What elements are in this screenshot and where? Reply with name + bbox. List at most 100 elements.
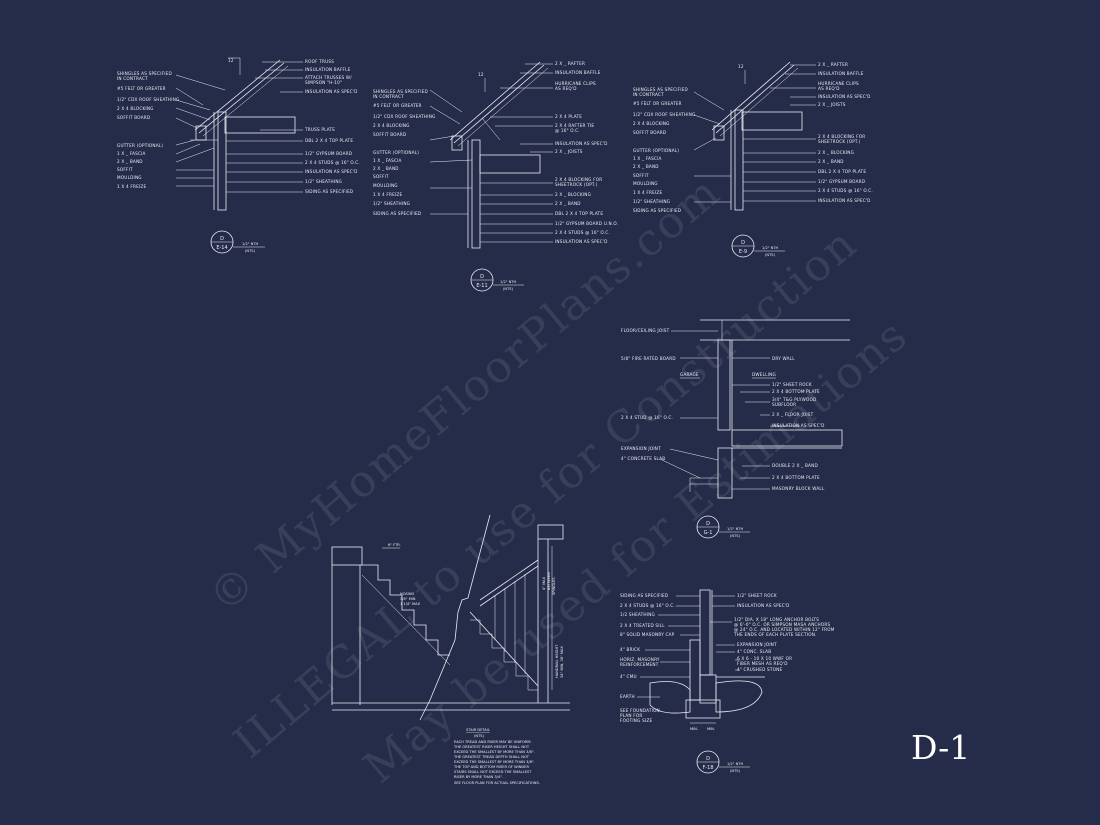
detail-e-note: STAIRS SHALL NOT EXCEED THE SMALLEST xyxy=(454,770,532,774)
detail-b-label: 1 X _ FASCIA xyxy=(373,158,402,163)
detail-c-scale-note: (NTS) xyxy=(765,253,776,257)
detail-d-label: SUBFLOOR xyxy=(772,402,796,407)
detail-b-tag: D E-11 1/2" NTH (NTS) xyxy=(470,268,524,292)
detail-d-label: 2 X 4 BOTTOM PLATE xyxy=(772,389,820,394)
detail-a-label: IN CONTRACT xyxy=(117,76,148,81)
detail-f-label: 4" CMU xyxy=(620,674,637,679)
detail-d-tag-bottom: G-1 xyxy=(704,530,713,536)
detail-c-tag-top: D xyxy=(741,240,745,246)
detail-d-tag: D G-1 1/2" NTH (NTS) xyxy=(696,515,750,539)
detail-e-nosing-1: NOSING xyxy=(400,592,415,596)
detail-d-scale: 1/2" NTH xyxy=(727,527,743,531)
detail-b-label: 2 X 4 BLOCKING xyxy=(373,123,410,128)
detail-b-label: 2 X 4 BLOCKING FOR xyxy=(555,177,602,182)
detail-c-label: 2 X _ BAND xyxy=(633,164,659,169)
detail-f-label: 2 X 4 STUDS @ 16" O.C. xyxy=(620,603,675,608)
detail-f-label: EARTH xyxy=(620,694,635,699)
detail-c-label: SHEETROCK (OPT.) xyxy=(818,139,861,144)
detail-d-label: 4" CONCRETE SLAB xyxy=(621,456,665,461)
detail-f-label: 8" SOLID MASONRY CAP xyxy=(620,632,675,637)
detail-b-label: IN CONTRACT xyxy=(373,94,404,99)
detail-b-label: 2 X 4 STUDS @ 16" O.C. xyxy=(555,230,610,235)
detail-c-tag-bottom: E-9 xyxy=(739,249,747,255)
detail-b-label: INSULATION BAFFLE xyxy=(555,70,601,75)
detail-a-eave-section: 12 SHINGLES AS SPECIFIED IN CONTRACT #5 … xyxy=(117,57,360,254)
detail-e-stair-section: 6" FTR. NOSING 3/4" MIN 1 1/4" MAX 4" MA… xyxy=(331,514,570,785)
detail-c-right-labels: 2 X _ RAFTER INSULATION BAFFLE HURRICANE… xyxy=(818,62,873,203)
detail-f-label: 4" CRUSHED STONE xyxy=(737,667,782,672)
detail-f-label: 4" BRICK xyxy=(620,647,640,652)
detail-c-label: SOFFIT BOARD xyxy=(633,130,666,135)
detail-e-subtitle: (NTS) xyxy=(474,734,485,738)
detail-e-note: THE TOP AND BOTTOM RISER OF WINDER xyxy=(453,765,529,769)
detail-c-eave-section: 12 SHINGLES AS SPECIFIED IN CONTRACT #5 … xyxy=(633,61,873,258)
detail-d-garage-label: GARAGE xyxy=(680,372,699,377)
detail-d-label: MASONRY BLOCK WALL xyxy=(772,486,825,491)
detail-c-label: 2 X _ RAFTER xyxy=(818,62,848,67)
detail-c-label: HURRICANE CLIPS xyxy=(818,81,859,86)
detail-f-right-labels: 1/2" SHEET ROCK INSULATION AS SPEC'D 1/2… xyxy=(733,593,835,672)
detail-b-label: 1/2" SHEATHING xyxy=(373,201,410,206)
detail-e-rail-note-1: HANDRAIL HEIGHT xyxy=(555,644,559,678)
detail-c-label: 2 X 4 BLOCKING FOR xyxy=(818,134,865,139)
detail-f-label: EXPANSION JOINT xyxy=(737,642,777,647)
detail-e-note: RISER BY MORE THAN 3/4". xyxy=(454,775,503,779)
detail-d-label: 1/2" SHEET ROCK xyxy=(772,382,812,387)
detail-d-label: FLOOR/CEILING JOIST xyxy=(621,328,670,333)
detail-b-label: 1 X 4 FREIZE xyxy=(373,192,402,197)
detail-f-label: 1/2 SHEATHING xyxy=(620,612,655,617)
detail-f-tag-bottom: F-18 xyxy=(702,765,713,771)
detail-f-label: SIDING AS SPECIFIED xyxy=(620,593,668,598)
detail-d-label: INSULATION AS SPEC'D xyxy=(772,423,825,428)
detail-f-label: FIBER MESH AS REQ'D xyxy=(737,661,788,666)
detail-b-label: SOFFIT xyxy=(373,174,389,179)
detail-a-label: TRUSS PLATE xyxy=(304,127,335,132)
detail-c-label: 1/2" GYPSUM BOARD xyxy=(818,179,865,184)
detail-f-label: HORIZ. MASONRY xyxy=(620,657,660,662)
detail-e-nosing-2: 3/4" MIN xyxy=(400,597,416,601)
detail-f-foundation-section: SIDING AS SPECIFIED 2 X 4 STUDS @ 16" O.… xyxy=(620,589,835,774)
detail-b-label: #5 FELT OR GREATER xyxy=(373,103,422,108)
detail-c-label: SHINGLES AS SPECIFIED xyxy=(633,87,688,92)
sheet-number: D-1 xyxy=(911,728,971,767)
detail-a-label: MOULDING xyxy=(117,175,142,180)
detail-a-label: 1 X _ FASCIA xyxy=(117,151,146,156)
detail-a-right-labels: ROOF TRUSS INSULATION BAFFLE ATTACH TRUS… xyxy=(304,59,360,194)
detail-a-label: #5 FELT OR GREATER xyxy=(117,86,166,91)
detail-c-label: IN CONTRACT xyxy=(633,92,664,97)
detail-f-label: REINFORCEMENT xyxy=(620,662,659,667)
detail-d-label: 2 X _ FLOOR JOIST xyxy=(772,412,814,417)
detail-a-left-labels: SHINGLES AS SPECIFIED IN CONTRACT #5 FEL… xyxy=(117,71,179,189)
detail-b-label: 2 X 4 RAFTER TIE xyxy=(555,123,594,128)
detail-d-dwelling-label: DWELLING xyxy=(752,372,776,377)
detail-f-left-labels: SIDING AS SPECIFIED 2 X 4 STUDS @ 16" O.… xyxy=(620,593,675,723)
detail-d-label: 2 X 4 STUD @ 16" O.C. xyxy=(621,415,673,420)
detail-f-dim-2: MIN. xyxy=(707,727,715,731)
detail-b-left-labels: SHINGLES AS SPECIFIED IN CONTRACT #5 FEL… xyxy=(373,89,435,216)
detail-b-tag-top: D xyxy=(480,274,484,280)
detail-a-label: SHINGLES AS SPECIFIED xyxy=(117,71,172,76)
detail-b-label: 2 X _ RAFTER xyxy=(555,61,585,66)
detail-c-label: 2 X _ JOISTS xyxy=(818,102,846,107)
detail-a-scale-note: (NTS) xyxy=(245,249,256,253)
detail-b-label: MOULDING xyxy=(373,183,398,188)
detail-c-tag: D E-9 1/2" NTH (NTS) xyxy=(731,234,785,258)
detail-f-scale-note: (NTS) xyxy=(730,769,741,773)
detail-c-label: 1 X 4 FREIZE xyxy=(633,190,662,195)
detail-b-pitch: 12 xyxy=(478,72,484,77)
detail-e-notes: EACH TREAD AND RISER MAY BE UNIFORM. THE… xyxy=(453,740,540,785)
detail-c-label: INSULATION AS SPEC'D xyxy=(818,198,871,203)
detail-c-label: INSULATION AS SPEC'D xyxy=(818,94,871,99)
detail-c-label: 1/2" SHEATHING xyxy=(633,199,670,204)
detail-b-label: AS REQ'D xyxy=(555,86,577,91)
detail-b-label: 2 X _ JOISTS xyxy=(555,149,583,154)
detail-b-eave-section: 12 SHINGLES AS SPECIFIED IN CONTRACT #5 … xyxy=(373,61,618,292)
detail-e-note: THE GREATEST RISER HEIGHT SHALL NOT xyxy=(453,745,530,749)
detail-e-spindle-note-2: BETWEEN xyxy=(547,572,551,590)
detail-b-label: 2 X _ BAND xyxy=(373,166,399,171)
detail-f-label: 1/2" DIA. X 18" LONG ANCHOR BOLTS xyxy=(734,617,819,622)
detail-b-label: GUTTER (OPTIONAL) xyxy=(373,150,419,155)
detail-b-label: HURRICANE CLIPS xyxy=(555,81,596,86)
detail-a-label: INSULATION AS SPEC'D xyxy=(305,169,358,174)
detail-e-riser-dim: 6" FTR. xyxy=(388,543,401,547)
